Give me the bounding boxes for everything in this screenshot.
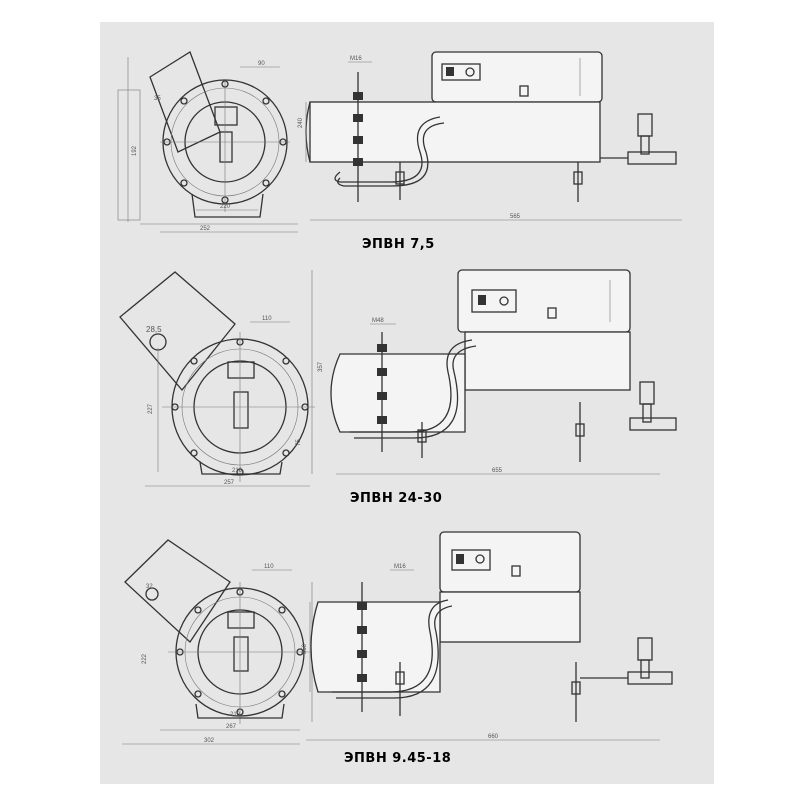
- dim-side-3-2: 660: [488, 734, 499, 740]
- dim-front-3-0: 32: [146, 584, 153, 590]
- drawing-epvn-7-5: 35 90 192 220 252: [117, 51, 682, 252]
- dim-front-1-1: 90: [258, 61, 265, 67]
- technical-drawing-sheet: 35 90 192 220 252: [100, 22, 714, 784]
- dim-front-2-5: 257: [224, 480, 235, 486]
- dim-front-1-0: 35: [154, 96, 161, 102]
- dim-side-1-1: 240: [298, 117, 304, 128]
- dim-front-1-4: 252: [200, 226, 211, 232]
- dim-front-3-1: 110: [264, 564, 274, 570]
- dim-side-2-0: M48: [372, 318, 384, 324]
- front-view-1: 35 90 192 220 252: [117, 51, 298, 233]
- dim-front-3-3: 210: [230, 712, 241, 718]
- dim-front-2-0: 28,5: [146, 325, 162, 334]
- front-view-3: 32 110 222 210 267 302: [122, 539, 313, 745]
- dim-front-2-2: 227: [148, 403, 154, 414]
- dim-front-1-2: 192: [132, 145, 138, 156]
- dim-front-3-5: 302: [204, 738, 215, 744]
- dim-front-1-3: 220: [220, 204, 231, 210]
- dim-side-2-1: 655: [492, 468, 503, 474]
- dim-front-3-2: 222: [142, 653, 148, 664]
- side-view-1: M16 240 565: [298, 51, 682, 221]
- caption-epvn-7-5: ЭПВН 7,5: [362, 237, 435, 252]
- dim-front-2-4: 216: [232, 468, 243, 474]
- dim-side-3-1: 350: [302, 643, 308, 654]
- dim-side-1-2: 565: [510, 214, 521, 220]
- dim-front-3-4: 267: [226, 724, 237, 730]
- dim-front-2-6: 357: [318, 361, 324, 372]
- dim-side-3-0: M16: [394, 564, 406, 570]
- side-view-3: M16 350 660: [302, 531, 673, 741]
- dim-front-2-1: 110: [262, 316, 272, 322]
- drawing-epvn-9-45-18: 32 110 222 210 267 302: [122, 531, 673, 766]
- caption-epvn-9-45-18: ЭПВН 9.45-18: [344, 751, 451, 766]
- dim-front-2-3: 75: [296, 439, 302, 446]
- caption-epvn-24-30: ЭПВН 24-30: [350, 491, 442, 506]
- side-view-2: M48 655: [330, 269, 677, 475]
- dim-side-1-0: M16: [350, 56, 362, 62]
- drawing-epvn-24-30: 28,5 110 227 75 216 257 357: [119, 269, 677, 506]
- front-view-2: 28,5 110 227 75 216 257 357: [119, 270, 324, 487]
